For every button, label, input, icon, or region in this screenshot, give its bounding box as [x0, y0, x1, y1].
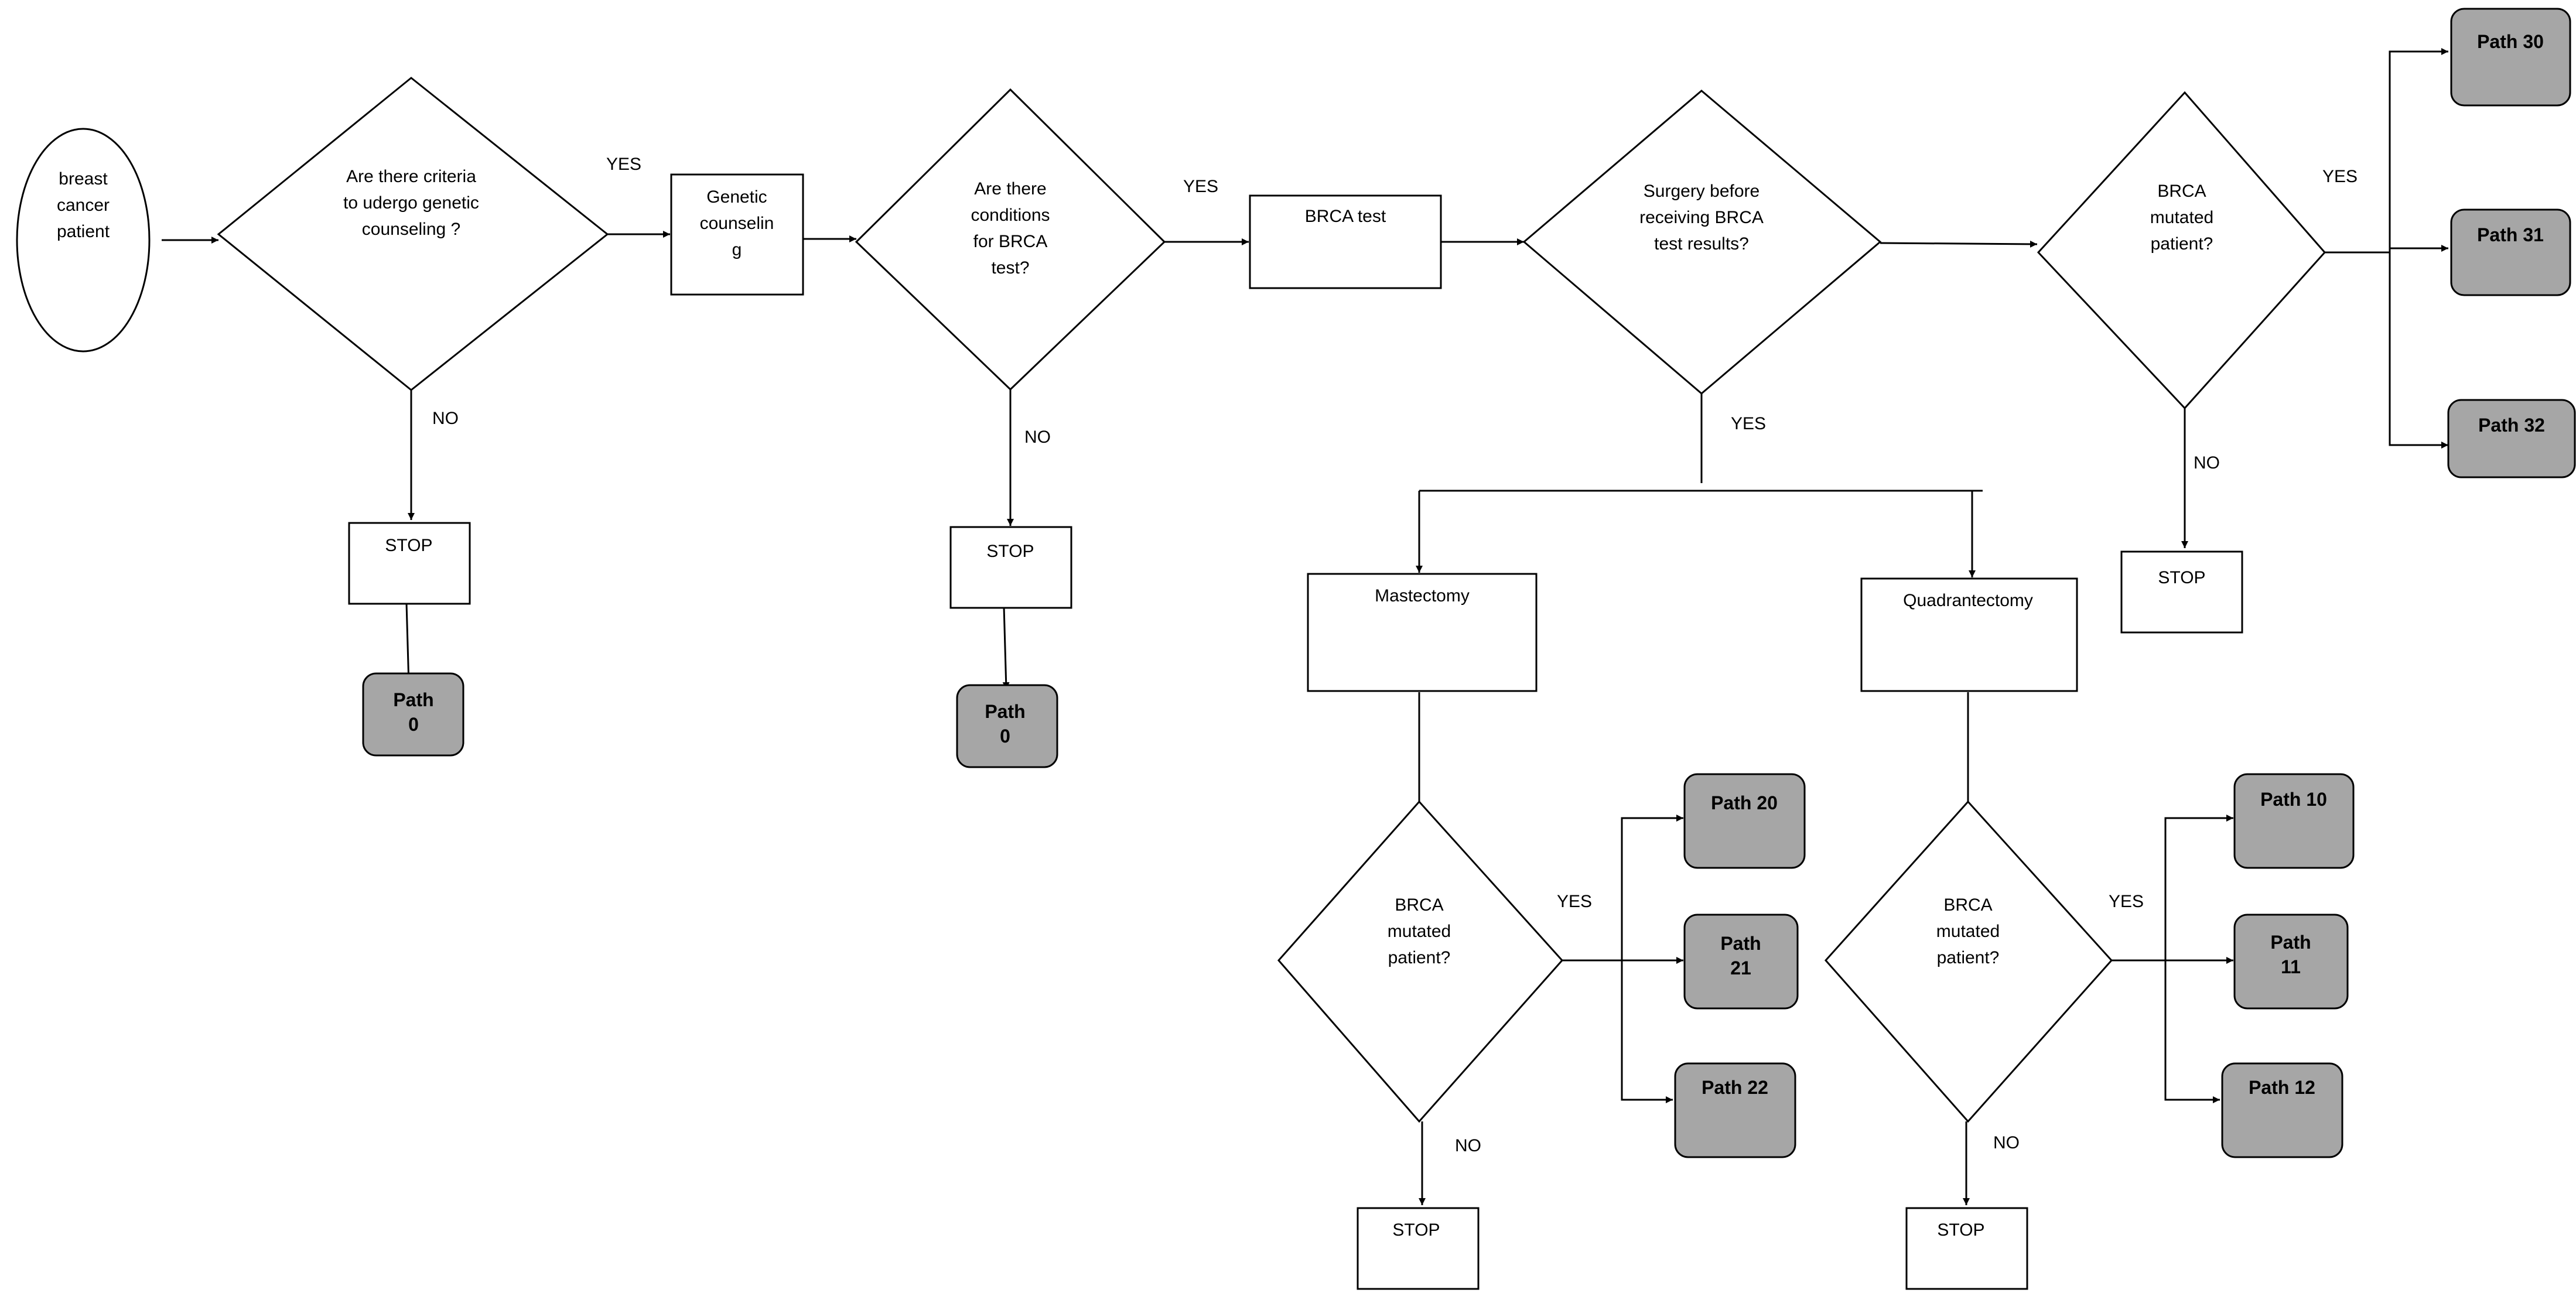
- decision-criteria-diamond: [217, 77, 609, 391]
- path-label-30: Path 30: [2477, 31, 2544, 52]
- stop-box-5: [1905, 1207, 2028, 1290]
- connector-d5-yes-top: [1621, 815, 1683, 960]
- edge-label-no-2: NO: [1024, 427, 1051, 447]
- path-label-12: Path 12: [2249, 1077, 2315, 1098]
- path-box-0b: [956, 684, 1058, 768]
- edge-label-yes-1: YES: [606, 155, 641, 174]
- edge-label-no-5: NO: [1993, 1133, 2020, 1152]
- quadrantectomy-label: Quadrantectomy: [1903, 591, 2033, 610]
- stop-label-3: STOP: [2158, 568, 2205, 587]
- start-ellipse: [16, 128, 151, 353]
- path-box-31: [2450, 208, 2571, 296]
- path-label-20: Path 20: [1711, 792, 1778, 813]
- decision-brca-mutated-quad-diamond: [1824, 800, 2113, 1123]
- connector-d3-to-d4: [1880, 240, 2038, 248]
- connector-d6-yes-bottom: [2164, 960, 2220, 1103]
- edge-label-yes-4: YES: [2322, 167, 2358, 186]
- edge-label-yes-5: YES: [1557, 892, 1592, 911]
- edge-label-yes-6: YES: [2109, 892, 2144, 911]
- edge-label-yes-2: YES: [1183, 177, 1218, 196]
- path-box-10: [2233, 773, 2355, 869]
- path-box-12: [2221, 1062, 2343, 1158]
- decision-brca-mutated-top-diamond: [2037, 91, 2326, 410]
- stop-box-3: [2120, 550, 2243, 634]
- stop-label-1: STOP: [385, 536, 432, 555]
- path-box-0a: [362, 672, 464, 757]
- path-box-30: [2450, 8, 2571, 107]
- edge-label-yes-3: YES: [1731, 414, 1766, 433]
- decision-surgery-diamond: [1522, 90, 1882, 395]
- path-label-32: Path 32: [2478, 415, 2545, 436]
- quadrantectomy-box: [1860, 577, 2078, 692]
- edge-label-no-3: NO: [2194, 453, 2220, 473]
- decision-conditions-diamond: [855, 88, 1166, 391]
- stop-label-2: STOP: [986, 542, 1034, 561]
- stop-label-5: STOP: [1937, 1220, 1984, 1240]
- connector-d6-yes-top: [2164, 815, 2233, 960]
- brca-test-box: [1249, 194, 1442, 289]
- connector-stop1-path: [405, 603, 412, 686]
- stop-label-4: STOP: [1392, 1220, 1440, 1240]
- path-label-22: Path 22: [1702, 1077, 1768, 1098]
- mastectomy-box: [1307, 573, 1538, 692]
- connector-d4-yes-branch: [2325, 50, 2392, 254]
- connector-d5-yes-bottom: [1621, 960, 1673, 1103]
- stop-box-4: [1357, 1207, 1480, 1290]
- edge-label-no-1: NO: [432, 409, 459, 428]
- stop-box-1: [348, 522, 471, 605]
- stop-box-2: [949, 526, 1072, 609]
- path-box-32: [2447, 399, 2576, 478]
- mastectomy-label: Mastectomy: [1375, 586, 1470, 606]
- connector-d4-yes-c: [2389, 252, 2448, 449]
- path-box-22: [1674, 1062, 1796, 1158]
- path-label-31: Path 31: [2477, 224, 2544, 245]
- connector-stop2-path: [1002, 606, 1010, 690]
- decision-brca-mutated-mast-diamond: [1277, 800, 1564, 1123]
- path-box-21: [1683, 914, 1799, 1010]
- genetic-counseling-box: [670, 173, 804, 296]
- edge-label-no-4: NO: [1455, 1136, 1481, 1155]
- path-box-20: [1683, 773, 1806, 869]
- path-box-11: [2233, 914, 2349, 1010]
- path-label-10: Path 10: [2260, 789, 2327, 810]
- brca-test-label: BRCA test: [1305, 207, 1386, 226]
